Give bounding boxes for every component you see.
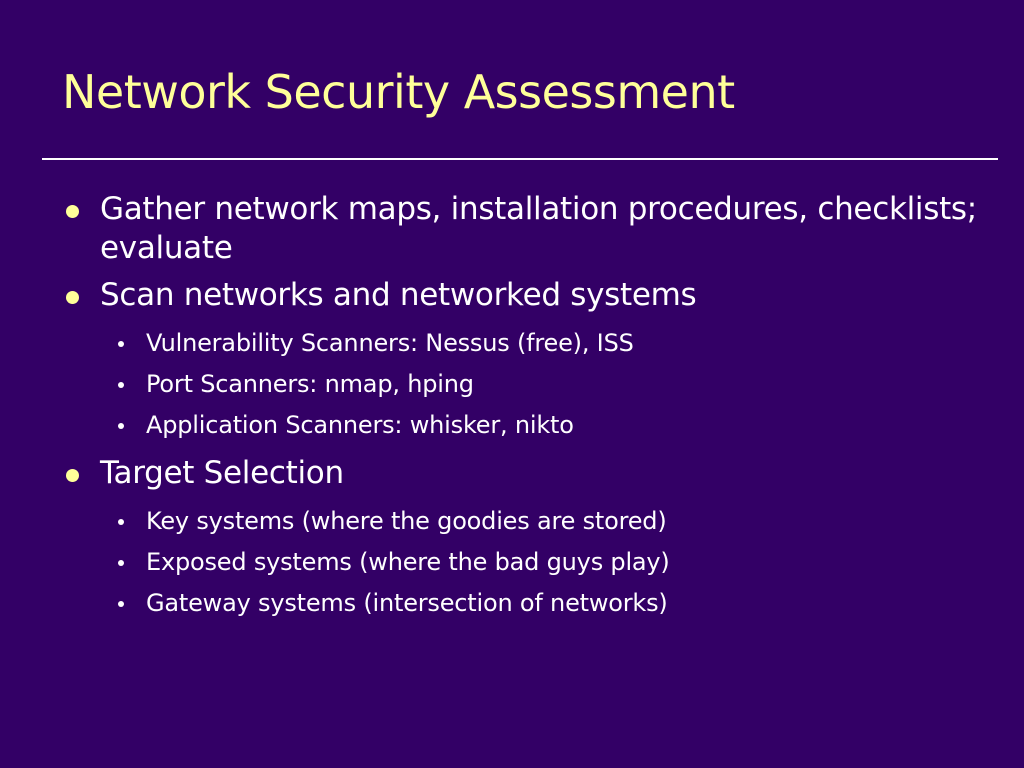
bullet-item: Gather network maps, installation proced…: [62, 190, 992, 268]
title-divider: [42, 158, 998, 160]
sub-bullet-item: Application Scanners: whisker, nikto: [62, 405, 992, 446]
sub-bullet-item: Gateway systems (intersection of network…: [62, 583, 992, 624]
sub-bullet-item: Key systems (where the goodies are store…: [62, 501, 992, 542]
dot-bullet-icon: [118, 601, 124, 607]
round-bullet-icon: [66, 291, 79, 304]
sub-bullet-text: Application Scanners: whisker, nikto: [146, 411, 574, 439]
bullet-text: Scan networks and networked systems: [100, 277, 697, 313]
bullet-item: Target Selection: [62, 454, 992, 493]
bullet-text: Target Selection: [100, 455, 344, 491]
slide-title: Network Security Assessment: [62, 65, 735, 119]
dot-bullet-icon: [118, 560, 124, 566]
bullet-list: Gather network maps, installation proced…: [62, 190, 992, 632]
sub-bullet-item: Vulnerability Scanners: Nessus (free), I…: [62, 323, 992, 364]
sub-bullet-text: Exposed systems (where the bad guys play…: [146, 548, 670, 576]
dot-bullet-icon: [118, 423, 124, 429]
dot-bullet-icon: [118, 382, 124, 388]
sub-bullet-text: Vulnerability Scanners: Nessus (free), I…: [146, 329, 634, 357]
sub-bullet-list: Vulnerability Scanners: Nessus (free), I…: [62, 323, 992, 446]
sub-bullet-text: Gateway systems (intersection of network…: [146, 589, 668, 617]
dot-bullet-icon: [118, 519, 124, 525]
round-bullet-icon: [66, 205, 79, 218]
sub-bullet-list: Key systems (where the goodies are store…: [62, 501, 992, 624]
bullet-text: Gather network maps, installation proced…: [100, 191, 977, 266]
sub-bullet-text: Key systems (where the goodies are store…: [146, 507, 667, 535]
dot-bullet-icon: [118, 341, 124, 347]
sub-bullet-item: Exposed systems (where the bad guys play…: [62, 542, 992, 583]
bullet-item: Scan networks and networked systems: [62, 276, 992, 315]
round-bullet-icon: [66, 469, 79, 482]
sub-bullet-text: Port Scanners: nmap, hping: [146, 370, 474, 398]
sub-bullet-item: Port Scanners: nmap, hping: [62, 364, 992, 405]
